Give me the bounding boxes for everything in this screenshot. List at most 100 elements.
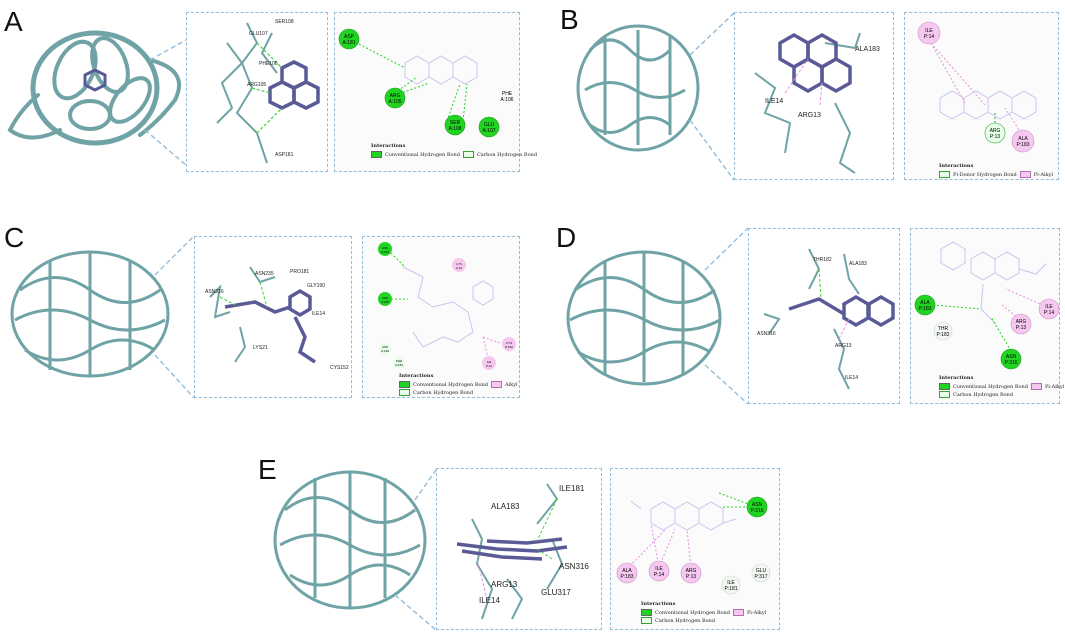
residue-sub-e-1: P:183 bbox=[620, 574, 633, 580]
legend-item-c-0: Conventional Hydrogen Bond bbox=[413, 381, 488, 388]
residue-node-c-1 bbox=[452, 258, 466, 272]
res-label-c-3: GLY190 bbox=[307, 283, 325, 289]
legend-item-c-1: Alkyl bbox=[504, 381, 518, 388]
residue-node-a-1 bbox=[384, 87, 406, 109]
residue-node-e-2 bbox=[648, 560, 670, 582]
interaction-2d-diagram-a: ASP A:181 ARG A:105 SER A:108 GLU A:107 … bbox=[338, 28, 514, 138]
res-label-c-5: LYS21 bbox=[253, 345, 268, 351]
legend-item-c-2: Carbon Hydrogen Bond bbox=[413, 389, 474, 396]
res-label-d-0: THR182 bbox=[813, 257, 832, 263]
residue-node-a-2 bbox=[444, 114, 466, 136]
res-label-e-5: ILE14 bbox=[479, 596, 500, 605]
docking-3d-box-b: ALA183 ILE14 ARG13 bbox=[734, 12, 894, 180]
legend-item-d-2: Carbon Hydrogen Bond bbox=[953, 391, 1014, 398]
residue-sub-e-3: P:13 bbox=[686, 574, 697, 580]
interaction-2d-diagram-d: ALA P:183 ILE P:14 ARG P:13 THR P:182 AS… bbox=[914, 241, 1060, 370]
interaction-2d-box-e: ASN P:316 ALA P:183 ILE P:14 ARG P:13 GL… bbox=[610, 468, 780, 630]
residue-sub-a-4: A:106 bbox=[500, 97, 513, 103]
legend-item-e-1: Pi-Alkyl bbox=[746, 609, 767, 616]
residue-name-b-0: ILE bbox=[925, 28, 933, 34]
residue-name-a-0: ASP bbox=[344, 34, 355, 40]
residue-name-c-0: ASN bbox=[382, 246, 388, 250]
interaction-2d-diagram-c: ASN A:316 LYS A:21 ASN A:235 ASP A:149 C… bbox=[378, 242, 516, 370]
residue-sub-e-4: P:317 bbox=[754, 574, 767, 580]
legend-swatch-d-0 bbox=[939, 383, 950, 390]
panel-letter-a: A bbox=[4, 6, 23, 37]
interaction-2d-box-b: ILE P:14 ARG P:13 ALA P:183 Interactions… bbox=[904, 12, 1059, 180]
residue-sub-d-1: P:14 bbox=[1044, 310, 1055, 316]
residue-name-e-4: GLU bbox=[756, 568, 767, 574]
legend-item-e-2: Carbon Hydrogen Bond bbox=[655, 617, 716, 624]
res-label-e-4: GLU317 bbox=[541, 588, 571, 597]
residue-node-d-3 bbox=[933, 321, 953, 341]
residue-sub-d-0: P:183 bbox=[918, 306, 931, 312]
legend-b: Interactions Pi-Donor Hydrogen Bond Pi-Al… bbox=[939, 163, 1053, 178]
legend-item-b-0: Pi-Donor Hydrogen Bond bbox=[953, 171, 1017, 178]
interaction-2d-box-c: ASN A:316 LYS A:21 ASN A:235 ASP A:149 C… bbox=[362, 236, 520, 398]
docking-3d-box-d: THR182 ALA183 ASN316 ARG13 ILE14 bbox=[748, 228, 900, 404]
residue-name-e-5: ILE bbox=[727, 580, 735, 586]
res-label-b-2: ARG13 bbox=[798, 112, 821, 119]
legend-item-d-1: Pi-Alkyl bbox=[1044, 383, 1065, 390]
docking-3d-view-a: SER108 GLU107 PHE106 ARG105 ASP181 bbox=[216, 19, 320, 164]
residue-node-a-3 bbox=[478, 116, 500, 138]
docking-3d-box-a: SER108 GLU107 PHE106 ARG105 ASP181 bbox=[186, 12, 328, 172]
panel-letter-b: B bbox=[560, 4, 579, 35]
residue-name-c-5: PHE bbox=[396, 359, 402, 363]
residue-name-e-0: ASN bbox=[752, 502, 763, 508]
res-label-d-4: ILE14 bbox=[845, 375, 858, 381]
legend-swatch-d-2 bbox=[939, 391, 950, 398]
docking-3d-box-c: ASN316 ASN235 PRO181 GLY190 ILE14 LYS21 … bbox=[194, 236, 352, 398]
residue-name-c-3: ASP bbox=[382, 345, 388, 349]
residue-name-e-1: ALA bbox=[622, 568, 632, 574]
legend-swatch-b-1 bbox=[1019, 171, 1031, 178]
legend-swatch-e-1 bbox=[732, 609, 744, 616]
interaction-2d-diagram-b: ILE P:14 ARG P:13 ALA P:183 bbox=[917, 21, 1037, 153]
residue-node-c-4 bbox=[502, 337, 516, 351]
residue-sub-d-3: P:182 bbox=[936, 332, 949, 338]
res-label-d-3: ARG13 bbox=[835, 343, 852, 349]
residue-sub-c-0: A:316 bbox=[381, 250, 389, 254]
residue-sub-d-2: P:13 bbox=[1016, 325, 1027, 331]
res-label-a-2: PHE106 bbox=[259, 61, 278, 67]
residue-name-c-1: LYS bbox=[456, 262, 461, 266]
legend-title-e: Interactions bbox=[641, 601, 676, 607]
legend-swatch-c-1 bbox=[490, 381, 502, 388]
legend-title-c: Interactions bbox=[399, 373, 434, 379]
residue-sub-d-4: P:316 bbox=[1004, 360, 1017, 366]
residue-sub-e-0: P:316 bbox=[750, 508, 763, 514]
docking-3d-view-d: THR182 ALA183 ASN316 ARG13 ILE14 bbox=[757, 248, 895, 390]
residue-node-b-0 bbox=[917, 21, 941, 45]
residue-node-b-1 bbox=[984, 122, 1006, 144]
interaction-2d-box-a: ASP A:181 ARG A:105 SER A:108 GLU A:107 … bbox=[334, 12, 537, 172]
res-label-a-3: ARG105 bbox=[247, 82, 266, 88]
docking-3d-view-e: ALA183 ILE181 ASN316 ARG13 GLU317 ILE14 bbox=[456, 483, 589, 620]
legend-title-b: Interactions bbox=[939, 163, 974, 169]
legend-swatch-e-0 bbox=[641, 609, 652, 616]
residue-node-c-5 bbox=[393, 357, 405, 369]
res-label-c-1: ASN235 bbox=[255, 271, 274, 277]
residue-name-d-4: ASN bbox=[1006, 354, 1017, 360]
res-label-e-1: ILE181 bbox=[559, 484, 585, 493]
legend-item-a-0: Conventional Hydrogen Bond bbox=[385, 151, 460, 158]
residue-sub-b-0: P:14 bbox=[924, 34, 935, 40]
residue-node-c-2 bbox=[378, 292, 392, 306]
legend-item-b-1: Pi-Alkyl bbox=[1033, 171, 1054, 178]
residue-name-d-2: ARG bbox=[1016, 319, 1027, 325]
residue-name-a-3: GLU bbox=[484, 122, 495, 128]
residue-name-b-2: ALA bbox=[1018, 136, 1028, 142]
residue-node-c-0 bbox=[378, 242, 392, 256]
legend-item-e-0: Conventional Hydrogen Bond bbox=[655, 609, 730, 616]
res-label-c-4: ILE14 bbox=[312, 311, 325, 317]
residue-node-d-2 bbox=[1010, 313, 1032, 335]
residue-name-a-1: ARG bbox=[390, 93, 401, 99]
res-label-e-0: ALA183 bbox=[491, 502, 520, 511]
residue-name-d-3: THR bbox=[938, 326, 949, 332]
res-label-b-1: ILE14 bbox=[765, 98, 783, 105]
residue-name-c-6: ILE bbox=[487, 360, 492, 364]
res-label-b-0: ALA183 bbox=[855, 46, 880, 53]
residue-name-c-4: CYS bbox=[506, 341, 512, 345]
